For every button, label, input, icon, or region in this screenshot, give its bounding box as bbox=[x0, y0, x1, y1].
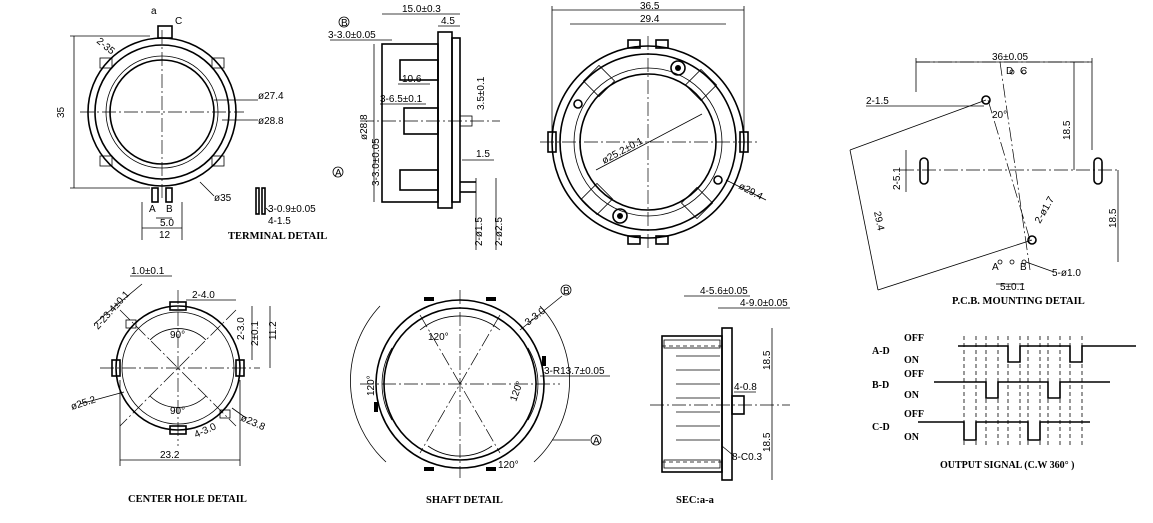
signal-row-b-d-on: ON bbox=[904, 390, 920, 401]
shaft-angle-120-bottom: 120° bbox=[498, 460, 519, 471]
signal-row-b-d-name: B-D bbox=[872, 380, 889, 391]
pcb-dim-5: 5±0.1 bbox=[1000, 282, 1025, 293]
center-dim-2-4-0: 2-4.0 bbox=[192, 290, 215, 301]
pcb-dim-5-phi-1: 5-ø1.0 bbox=[1052, 268, 1081, 279]
center-dim-2: 2±0.1 bbox=[250, 321, 261, 346]
dim-1-5: 1.5 bbox=[476, 149, 490, 160]
signal-row-c-d-off: OFF bbox=[904, 409, 924, 420]
shaft-angle-120-top: 120° bbox=[428, 332, 449, 343]
dim-36-5: 36.5 bbox=[640, 1, 660, 12]
sec-dim-4-0-8: 4-0.8 bbox=[734, 382, 757, 393]
side-view: 15.0±0.3 4.5 B 3-3.0±0.05 10.6 3-6.5±0.1… bbox=[328, 4, 505, 250]
pin-label-a-bottom: A bbox=[149, 204, 156, 215]
signal-row-b-d-off: OFF bbox=[904, 369, 924, 380]
dim-3-3-0-b: 3-3.0±0.05 bbox=[371, 138, 382, 186]
pin-label-b-bottom: B bbox=[166, 204, 173, 215]
pcb-dim-29-4: 29.4 bbox=[871, 210, 886, 232]
pin-label-a: a bbox=[151, 6, 157, 17]
center-dim-11-2: 11.2 bbox=[268, 321, 279, 340]
center-hole-detail: 90° 90° 1.0±0.1 2-4.0 2-3.0 2±0.1 11.2 2… bbox=[70, 266, 279, 505]
dim-2-phi-2-5: 2-ø2.5 bbox=[494, 217, 505, 246]
sec-dim-8-c0-3: 8-C0.3 bbox=[732, 452, 762, 463]
dim-terminal-width: 3-0.9±0.05 bbox=[268, 204, 316, 215]
signal-row-c-d-on: ON bbox=[904, 432, 920, 443]
dim-29-4: 29.4 bbox=[640, 14, 660, 25]
pcb-dim-18-5-bottom: 18.5 bbox=[1108, 208, 1119, 228]
dim-phi-25-2: ø25.2±0.1 bbox=[600, 136, 645, 167]
caption-terminal-detail: TERMINAL DETAIL bbox=[228, 231, 327, 242]
center-dim-phi-23-8: ø23.8 bbox=[239, 413, 267, 434]
dim-phi-28-8: ø28.8 bbox=[258, 116, 284, 127]
pcb-pin-a: A bbox=[992, 262, 999, 273]
pcb-pin-c: C bbox=[1020, 66, 1027, 77]
dim-width-12: 12 bbox=[159, 230, 171, 241]
center-dim-2-3-0: 2-3.0 bbox=[236, 317, 247, 340]
center-dim-23-2: 23.2 bbox=[160, 450, 180, 461]
sec-dim-4-9-0: 4-9.0±0.05 bbox=[740, 298, 788, 309]
center-dim-1-0: 1.0±0.1 bbox=[131, 266, 165, 277]
caption-pcb-mounting-detail: P.C.B. MOUNTING DETAIL bbox=[952, 296, 1085, 307]
section-view: 4-5.6±0.05 4-9.0±0.05 18.5 4-0.8 8-C0.3 … bbox=[650, 286, 790, 506]
sec-dim-4-5-6: 4-5.6±0.05 bbox=[700, 286, 748, 297]
shaft-marker-a: A bbox=[593, 436, 600, 447]
dim-height-35: 35 bbox=[56, 106, 67, 118]
dim-phi-35: ø35 bbox=[214, 193, 232, 204]
dim-r-2-35: 2-35 bbox=[94, 36, 117, 58]
signal-row-a-d-off: OFF bbox=[904, 333, 924, 344]
dim-4-5: 4.5 bbox=[441, 16, 455, 27]
pcb-mounting-detail: 36±0.05 D C A B 2-1.5 20° 18.5 2-5.1 2-ø… bbox=[849, 52, 1120, 307]
dim-10-6: 10.6 bbox=[402, 74, 422, 85]
sec-dim-18-5-bottom: 18.5 bbox=[762, 432, 773, 452]
center-angle-90-top: 90° bbox=[170, 330, 185, 341]
dim-terminal-height: 4-1.5 bbox=[268, 216, 291, 227]
pin-label-c: C bbox=[175, 16, 182, 27]
sec-dim-18-5-top: 18.5 bbox=[762, 350, 773, 370]
marker-b: B bbox=[341, 18, 348, 29]
dim-2-phi-1-5: 2-ø1.5 bbox=[474, 217, 485, 246]
pcb-dim-2-5-1: 2-5.1 bbox=[892, 167, 903, 190]
caption-section: SEC:a-a bbox=[676, 495, 715, 506]
dim-3-6-5: 3-6.5±0.1 bbox=[380, 94, 423, 105]
shaft-angle-120-left: 120° bbox=[366, 375, 377, 396]
signal-row-c-d-name: C-D bbox=[872, 422, 890, 433]
front-view: a C A B 35 2-35 ø27.4 ø28.8 ø35 5.0 12 3… bbox=[56, 6, 327, 242]
pcb-dim-2-1-5: 2-1.5 bbox=[866, 96, 889, 107]
dim-length-15: 15.0±0.3 bbox=[402, 4, 441, 15]
shaft-detail: 120° 120° 120° 120° B 3-3.0 3-R13.7±0.05… bbox=[350, 284, 610, 506]
dim-phi-28-8-side: ø28.8 bbox=[359, 114, 370, 140]
pcb-pin-b: B bbox=[1020, 262, 1027, 273]
dim-3-3-0: 3-3.0±0.05 bbox=[328, 30, 376, 41]
dim-phi-27-4: ø27.4 bbox=[258, 91, 284, 102]
pcb-dim-2-phi-1-7: 2-ø1.7 bbox=[1033, 195, 1057, 226]
caption-output-signal: OUTPUT SIGNAL (C.W 360° ) bbox=[940, 460, 1074, 471]
center-dim-4-3-0: 4-3.0 bbox=[193, 421, 219, 440]
pcb-dim-36: 36±0.05 bbox=[992, 52, 1029, 63]
center-dim-2-23-4: 2-23.4±0.1 bbox=[92, 289, 132, 332]
signal-row-a-d-on: ON bbox=[904, 355, 920, 366]
pcb-pin-d: D bbox=[1006, 66, 1013, 77]
caption-shaft-detail: SHAFT DETAIL bbox=[426, 495, 503, 506]
marker-a: A bbox=[335, 168, 342, 179]
output-signal-diagram: A-D OFF ON B-D OFF ON C-D OFF ON OUTPUT … bbox=[872, 333, 1136, 471]
pcb-angle-20: 20° bbox=[992, 110, 1007, 121]
top-view: 36.5 29.4 ø25.2±0.1 ø29.4 bbox=[540, 1, 767, 250]
shaft-marker-b: B bbox=[563, 286, 570, 297]
shaft-dim-3-3-0: 3-3.0 bbox=[523, 305, 548, 328]
center-angle-90-bottom: 90° bbox=[170, 406, 185, 417]
signal-row-a-d-name: A-D bbox=[872, 346, 890, 357]
shaft-dim-r-13-7: 3-R13.7±0.05 bbox=[544, 366, 605, 377]
caption-center-hole-detail: CENTER HOLE DETAIL bbox=[128, 494, 247, 505]
dim-pitch-5: 5.0 bbox=[160, 218, 174, 229]
shaft-angle-120-right: 120° bbox=[508, 380, 525, 403]
pcb-dim-18-5-top: 18.5 bbox=[1062, 120, 1073, 140]
center-dim-phi-25-2: ø25.2 bbox=[70, 394, 98, 412]
dim-3-5: 3.5±0.1 bbox=[476, 76, 487, 110]
dim-phi-29-4: ø29.4 bbox=[737, 181, 765, 203]
